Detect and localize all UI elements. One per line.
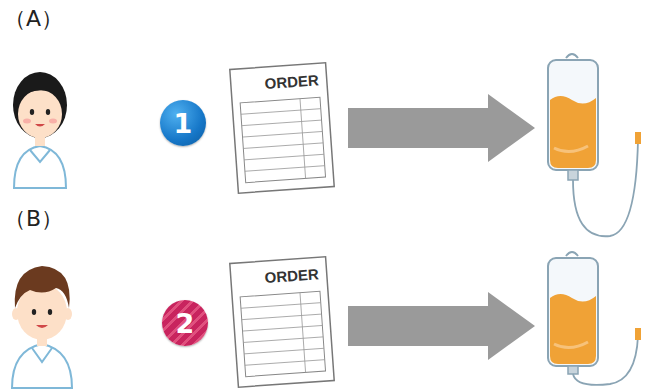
sheet-title: ORDER <box>264 72 319 91</box>
number-text: 1 <box>174 110 193 137</box>
callout-number: 1 <box>160 100 206 146</box>
number-text: 2 <box>176 310 195 337</box>
flow-arrow <box>348 292 535 360</box>
iv-bag <box>548 252 641 385</box>
nurse-man <box>12 266 72 388</box>
nurse-woman <box>13 72 67 188</box>
sheet-title: ORDER <box>264 266 319 285</box>
order-sheet: ORDER <box>228 255 337 390</box>
iv-bag <box>548 54 641 236</box>
callout-number: 2 <box>162 300 208 346</box>
row-label: （B） <box>4 204 63 234</box>
flow-arrow <box>348 94 535 162</box>
order-sheet: ORDER <box>228 61 337 196</box>
row-label: （A） <box>4 4 63 34</box>
